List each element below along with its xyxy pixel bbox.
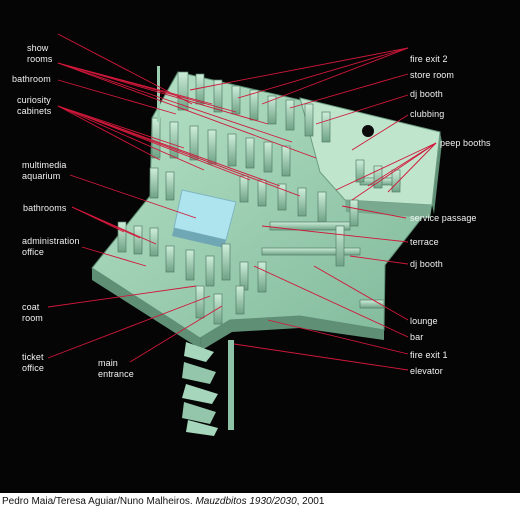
label-fire-exit-2: fire exit 2 bbox=[410, 54, 448, 64]
model-upper-block bbox=[299, 97, 441, 218]
label-fire-exit-1: fire exit 1 bbox=[410, 350, 448, 360]
label-show-rooms: show rooms bbox=[27, 43, 53, 64]
diagram-figure: show rooms bathroom curiosity cabinets m… bbox=[0, 0, 520, 493]
label-curiosity-cabinets: curiosity cabinets bbox=[17, 95, 52, 116]
caption-authors: Pedro Maia/Teresa Aguiar/Nuno Malheiros. bbox=[2, 496, 196, 507]
label-dj-booth-top: dj booth bbox=[410, 89, 443, 99]
architectural-model bbox=[47, 33, 442, 436]
label-bathroom: bathroom bbox=[12, 74, 51, 84]
label-peep-booths: peep booths bbox=[440, 138, 491, 148]
label-leader-lines bbox=[47, 33, 437, 371]
label-bathrooms: bathrooms bbox=[23, 203, 67, 213]
label-coat-room: coat room bbox=[22, 302, 43, 323]
label-administration-office: administration office bbox=[22, 236, 80, 257]
model-elevator-and-stair bbox=[182, 340, 234, 436]
label-main-entrance: main entrance bbox=[98, 358, 134, 379]
model-mast bbox=[157, 66, 160, 122]
label-lounge: lounge bbox=[410, 316, 438, 326]
label-bar: bar bbox=[410, 332, 424, 342]
figure-caption: Pedro Maia/Teresa Aguiar/Nuno Malheiros.… bbox=[2, 496, 324, 507]
label-multimedia-aquarium: multimedia aquarium bbox=[22, 160, 67, 181]
label-store-room: store room bbox=[410, 70, 455, 80]
caption-year: , 2001 bbox=[296, 496, 325, 507]
model-aquarium bbox=[172, 189, 237, 248]
label-service-passage: service passage bbox=[410, 213, 477, 223]
caption-title: Mauzdbitos 1930/2030 bbox=[195, 496, 297, 507]
label-clubbing: clubbing bbox=[410, 109, 445, 119]
label-ticket-office: ticket office bbox=[22, 352, 44, 373]
label-terrace: terrace bbox=[410, 237, 439, 247]
label-elevator: elevator bbox=[410, 366, 443, 376]
label-dj-booth-bottom: dj booth bbox=[410, 259, 443, 269]
